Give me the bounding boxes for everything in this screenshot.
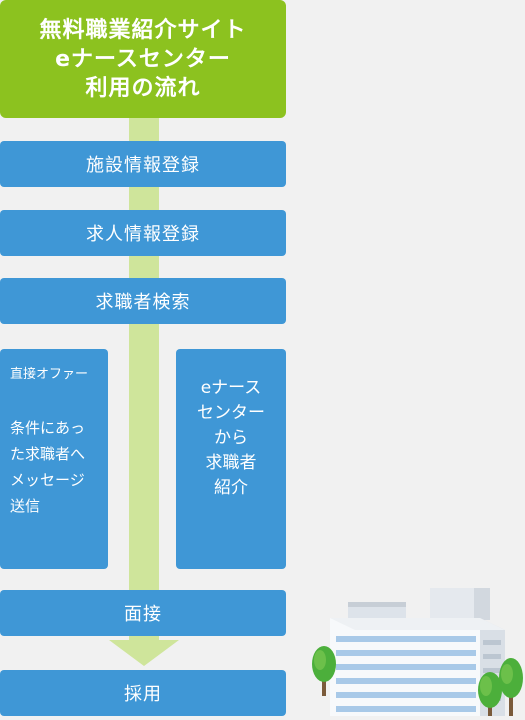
tree-icon	[478, 672, 502, 716]
step-interview: 面接	[0, 590, 286, 636]
branch-direct-offer-text: 条件にあっ た求職者へ メッセージ 送信	[10, 415, 85, 519]
tree-icon	[312, 646, 336, 696]
branch-center-referral-text: eナース センター から 求職者 紹介	[176, 376, 286, 501]
branch-right-line: 紹介	[214, 478, 248, 498]
branch-direct-offer-heading: 直接オファー	[10, 367, 89, 382]
branch-right-line: 求職者	[205, 453, 257, 473]
flow-line	[129, 118, 159, 640]
flow-arrowhead	[109, 640, 179, 666]
branch-right-line: センター	[197, 403, 265, 423]
step-facility-registration: 施設情報登録	[0, 141, 286, 187]
title-line-1: 無料職業紹介サイト	[39, 17, 247, 43]
building-illustration	[300, 580, 525, 716]
title-line-3: 利用の流れ	[85, 75, 201, 101]
title-line-2: eナースセンター	[55, 46, 231, 72]
branch-left-line: た求職者へ	[10, 445, 86, 463]
page-title: 無料職業紹介サイト eナースセンター 利用の流れ	[0, 0, 286, 118]
step-hiring: 採用	[0, 670, 286, 716]
branch-right-line: から	[214, 428, 248, 448]
step-jobseeker-search: 求職者検索	[0, 278, 286, 324]
branch-left-line: 送信	[10, 497, 41, 515]
branch-right-line: eナース	[200, 378, 262, 398]
branch-center-referral: eナース センター から 求職者 紹介	[176, 349, 286, 569]
tree-icon	[499, 658, 523, 716]
branch-left-line: 条件にあっ	[10, 419, 86, 437]
branch-direct-offer: 直接オファー 条件にあっ た求職者へ メッセージ 送信	[0, 349, 108, 569]
step-job-registration: 求人情報登録	[0, 210, 286, 256]
branch-left-line: メッセージ	[10, 471, 85, 489]
